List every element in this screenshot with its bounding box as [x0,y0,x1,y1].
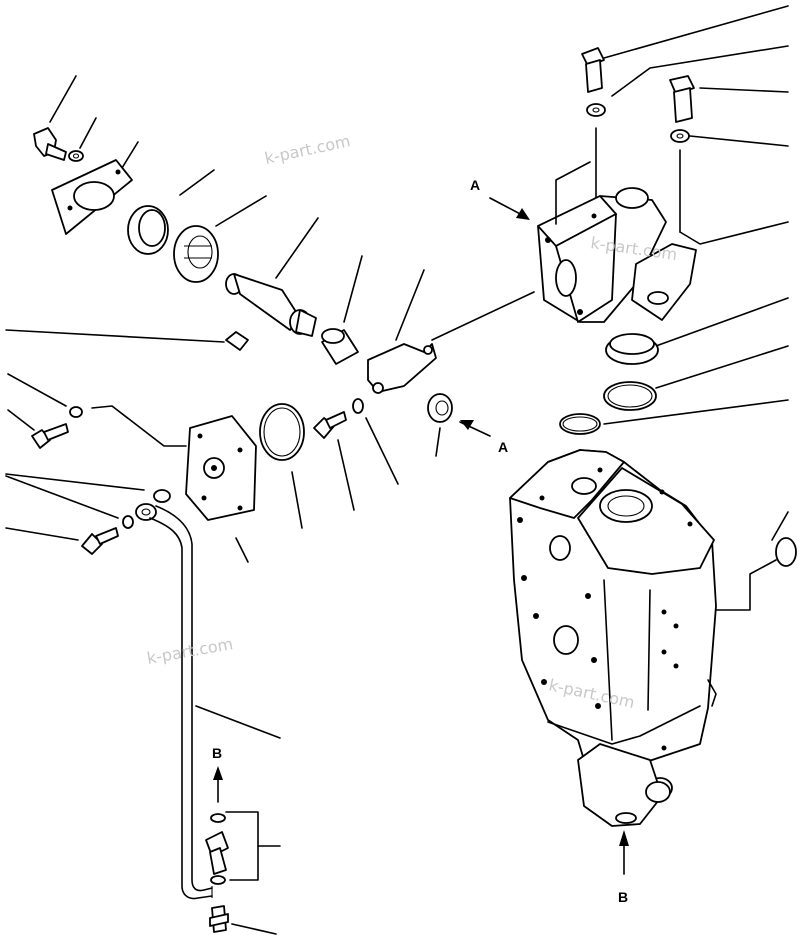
leader-line [655,297,789,347]
leader-line [231,923,277,935]
leader-line [655,345,789,389]
leader-lines [5,5,789,935]
leader-line [603,5,789,59]
bearing [173,225,219,283]
leader-line [771,511,789,541]
leader-line [5,475,119,519]
roller [427,393,453,423]
arrow-a-bottom [459,420,491,437]
cover-plate [51,159,133,235]
leader-line [431,291,535,341]
label-b-bottom: B [618,889,628,905]
washer-left-a [69,406,83,418]
o-ring-far-right [775,537,797,567]
o-ring-large-left [259,403,305,461]
flange-cover [185,415,257,521]
watermark: k-part.com [263,131,352,168]
bolt-left-b [81,527,119,555]
bolt-left-a [31,423,69,449]
yoke-lever [367,343,437,394]
leader-line [5,473,145,491]
washer-mid [352,398,364,414]
seal-ring-right [605,333,659,365]
seal-cup [127,205,169,255]
leader-line [275,217,319,279]
arrow-b-left [213,766,223,803]
washer-left-b [122,515,134,529]
o-ring-b-lower [210,875,226,885]
leader-line [365,417,399,485]
leader-line [689,135,789,147]
leader-line [215,195,267,227]
washer-top-left [68,150,84,162]
washer-top-right-a [586,103,606,117]
leader-line [679,221,789,245]
leader-line [337,439,355,511]
key [225,331,249,351]
leader-line [5,329,225,343]
label-a-top: A [470,177,480,193]
leader-line [395,269,425,341]
leader-line [5,527,79,541]
leader-line [7,409,35,431]
o-ring-small-left [153,489,171,503]
bolt-top-right-a [581,47,605,93]
leader-line [91,405,187,447]
shaft [225,273,317,337]
arrow-a-top [489,197,530,220]
o-ring-b-upper [210,813,226,823]
arrow-b-bottom [619,830,629,875]
o-ring-right-large [603,381,657,411]
leader-line [343,255,363,323]
bolt-top-right-b [669,75,695,123]
bolt-mid [313,411,347,439]
label-a-bottom: A [498,439,508,455]
bolt-bottom [209,905,229,933]
leader-line [179,169,215,196]
tube-fitting [135,503,157,521]
main-valve-body [509,449,717,827]
leader-line [435,427,441,457]
leader-line [7,373,67,407]
leader-line [291,471,303,529]
leader-line [699,87,789,93]
bushing [321,328,359,365]
valve-housing-upper [537,161,697,323]
leader-line [611,45,789,97]
leader-line [79,117,97,149]
leader-line [603,399,789,425]
washer-top-right-b [670,129,690,143]
pipe-elbow-fitting [205,831,229,875]
bolt-top-left [33,127,67,161]
pipe [149,505,213,900]
leader-line [235,537,249,563]
bracket-leader [225,811,259,881]
o-ring-right-small [559,413,601,435]
leader-line [195,705,281,739]
leader-line [121,141,139,169]
watermark: k-part.com [145,634,234,668]
label-b-left: B [212,745,222,761]
leader-line [49,75,77,123]
